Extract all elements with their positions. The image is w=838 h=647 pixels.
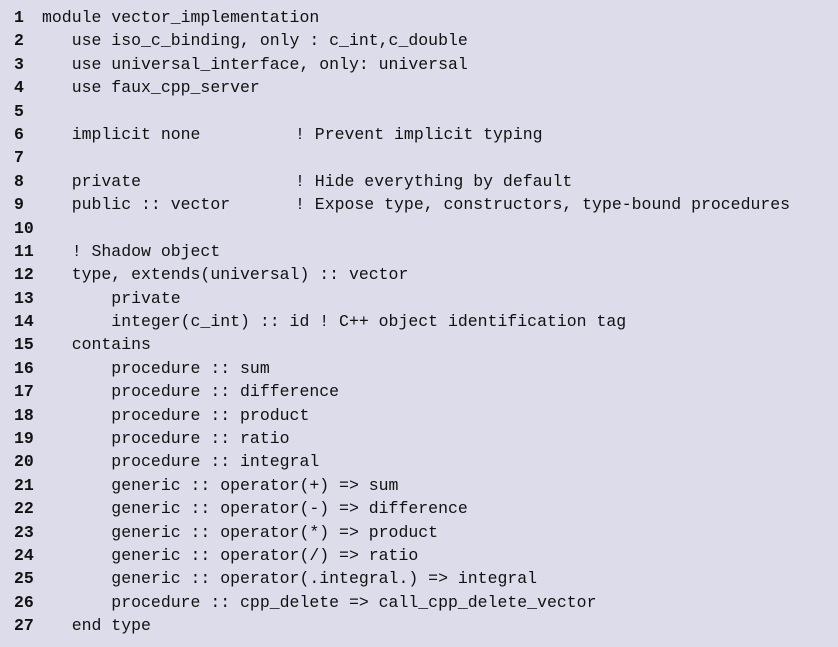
code-line: 26 procedure :: cpp_delete => call_cpp_d… [0, 591, 838, 614]
line-number: 21 [14, 475, 34, 495]
code-line: 1 module vector_implementation [0, 6, 838, 29]
line-number: 15 [14, 335, 34, 355]
line-code: private [42, 171, 142, 191]
line-comment: ! Prevent implicit typing [295, 124, 543, 144]
line-number: 12 [14, 265, 34, 285]
code-line: 23 generic :: operator(*) => product [0, 521, 838, 544]
line-number: 4 [14, 78, 24, 98]
line-number: 11 [14, 241, 34, 261]
code-line: 10 [0, 217, 838, 240]
code-line: 11 ! Shadow object [0, 240, 838, 263]
line-number: 16 [14, 358, 34, 378]
line-code: generic :: operator(.integral.) => integ… [42, 569, 538, 589]
line-code: private [42, 288, 181, 308]
code-line: 5 [0, 100, 838, 123]
line-number: 3 [14, 54, 24, 74]
line-number: 6 [14, 124, 24, 144]
line-code: implicit none [42, 124, 201, 144]
line-comment: ! Expose type, constructors, type-bound … [295, 195, 791, 215]
line-comment: ! Hide everything by default [295, 171, 573, 191]
code-line: 16 procedure :: sum [0, 357, 838, 380]
line-code: procedure :: integral [42, 452, 320, 472]
code-line: 22 generic :: operator(-) => difference [0, 497, 838, 520]
code-line: 8 private ! Hide everything by default [0, 170, 838, 193]
code-line: 17 procedure :: difference [0, 380, 838, 403]
code-line: 2 use iso_c_binding, only : c_int,c_doub… [0, 29, 838, 52]
code-line: 6 implicit none ! Prevent implicit typing [0, 123, 838, 146]
code-line: 20 procedure :: integral [0, 450, 838, 473]
line-number: 10 [14, 218, 34, 238]
line-number: 7 [14, 148, 24, 168]
line-code: type, extends(universal) :: vector [42, 265, 409, 285]
line-code: procedure :: product [42, 405, 310, 425]
line-number: 5 [14, 101, 24, 121]
line-code: end type [42, 616, 151, 636]
line-code: generic :: operator(*) => product [42, 522, 439, 542]
line-code: use iso_c_binding, only : c_int,c_double [42, 31, 468, 51]
code-line: 24 generic :: operator(/) => ratio [0, 544, 838, 567]
line-number: 1 [14, 8, 24, 27]
line-code: public :: vector [42, 195, 231, 215]
code-line: 14 integer(c_int) :: id ! C++ object ide… [0, 310, 838, 333]
line-number: 8 [14, 171, 24, 191]
line-code: contains [42, 335, 151, 355]
line-number: 14 [14, 312, 34, 332]
line-code: generic :: operator(/) => ratio [42, 545, 419, 565]
line-code: use universal_interface, only: universal [42, 54, 468, 74]
line-number: 27 [14, 616, 34, 636]
line-number: 17 [14, 382, 34, 402]
line-number: 22 [14, 499, 34, 519]
code-line: 21 generic :: operator(+) => sum [0, 474, 838, 497]
code-line: 3 use universal_interface, only: univers… [0, 53, 838, 76]
code-line: 18 procedure :: product [0, 404, 838, 427]
code-line: 19 procedure :: ratio [0, 427, 838, 450]
code-line: 7 [0, 146, 838, 169]
line-code: use faux_cpp_server [42, 78, 260, 98]
line-number: 13 [14, 288, 34, 308]
line-number: 2 [14, 31, 24, 51]
line-code: generic :: operator(-) => difference [42, 499, 468, 519]
line-number: 20 [14, 452, 34, 472]
line-number: 26 [14, 592, 34, 612]
line-number: 24 [14, 545, 34, 565]
code-line: 9 public :: vector ! Expose type, constru… [0, 193, 838, 216]
line-number: 19 [14, 429, 34, 449]
line-number: 23 [14, 522, 34, 542]
code-line: 4 use faux_cpp_server [0, 76, 838, 99]
code-line: 13 private [0, 287, 838, 310]
line-code: procedure :: cpp_delete => call_cpp_dele… [42, 592, 597, 612]
code-line: 15 contains [0, 333, 838, 356]
line-number: 18 [14, 405, 34, 425]
line-code: procedure :: ratio [42, 429, 290, 449]
line-code: ! Shadow object [42, 241, 221, 261]
line-code: generic :: operator(+) => sum [42, 475, 399, 495]
code-line: 27 end type [0, 614, 838, 637]
line-number: 25 [14, 569, 34, 589]
line-code: module vector_implementation [42, 8, 320, 27]
line-code: integer(c_int) :: id ! C++ object identi… [42, 312, 627, 332]
code-line: 12 type, extends(universal) :: vector [0, 263, 838, 286]
line-code: procedure :: sum [42, 358, 270, 378]
code-line: 25 generic :: operator(.integral.) => in… [0, 567, 838, 590]
line-code: procedure :: difference [42, 382, 340, 402]
line-number: 9 [14, 195, 24, 215]
